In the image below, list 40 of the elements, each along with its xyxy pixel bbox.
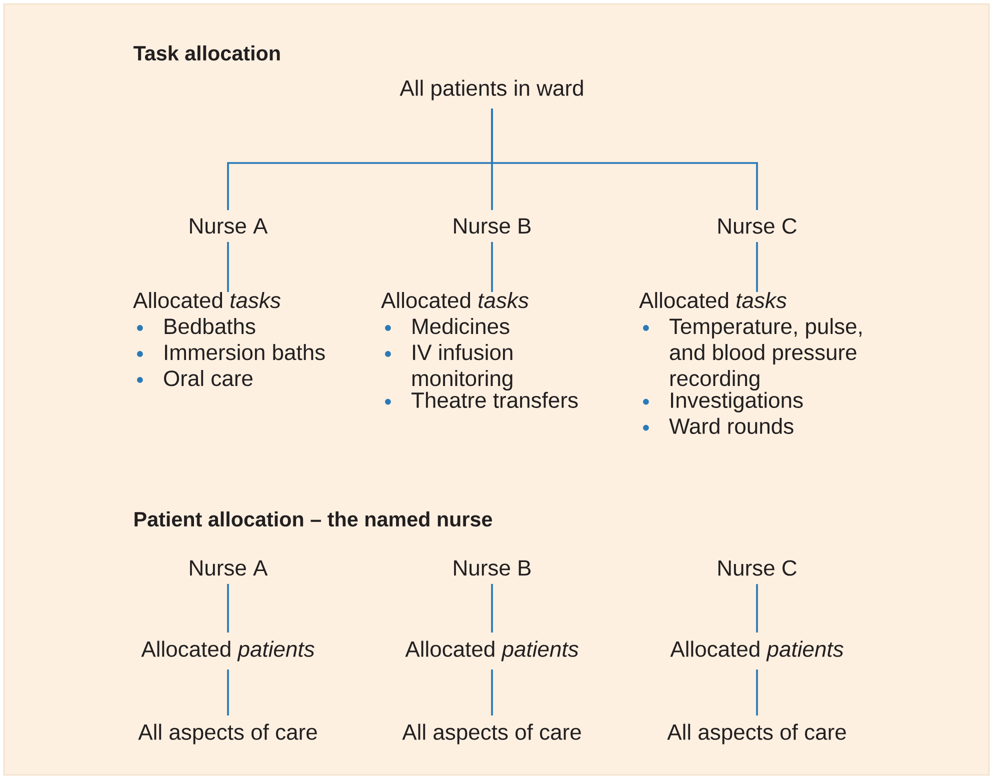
connector-line — [227, 670, 229, 716]
connector-line — [227, 242, 229, 292]
node-label: All aspects of care — [667, 724, 846, 744]
node-label: Nurse B — [454, 218, 531, 234]
node-label: Immersion baths — [165, 344, 325, 360]
node-label: Allocated patients — [670, 640, 844, 662]
connector-line — [756, 670, 758, 716]
node-label: Allocated tasks — [639, 292, 787, 308]
connector-line — [756, 242, 758, 292]
node-label: Oral care — [164, 370, 252, 386]
node-label: Nurse C — [718, 218, 796, 234]
node-label: Nurse A — [190, 218, 268, 234]
node-label: Investigations — [671, 392, 803, 412]
node-label: Allocated patients — [405, 640, 578, 662]
node-label: Medicines — [412, 318, 510, 334]
connector-line — [227, 584, 229, 632]
task-list: Allocated tasks Medicines IV infusion monitoring Theatre transfers — [381, 292, 578, 408]
node-label: Nurse C — [718, 560, 796, 576]
node-label: Temperature, pulse, and blood pressure recording — [670, 318, 862, 391]
node-label: Bedbaths — [164, 318, 256, 334]
node-label: IV infusion monitoring — [412, 344, 512, 391]
connector-line — [491, 108, 758, 210]
connector-line — [491, 584, 493, 632]
task-list: Allocated tasks Bedbaths Immersion baths Oral care — [133, 292, 325, 386]
node-label: All patients in ward — [400, 80, 583, 100]
connector-line — [756, 584, 758, 632]
node-label: Allocated tasks — [381, 292, 529, 308]
node-label: Allocated patients — [141, 640, 314, 662]
connector-line — [491, 670, 493, 716]
section-heading: Patient allocation – the named nurse — [134, 511, 492, 527]
node-label: All aspects of care — [402, 724, 581, 744]
connector-line — [491, 242, 493, 292]
node-label: Nurse B — [454, 560, 531, 576]
node-label: Ward rounds — [669, 418, 794, 434]
node-label: All aspects of care — [138, 724, 317, 744]
node-label: Nurse A — [190, 560, 268, 576]
node-label: Theatre transfers — [412, 392, 578, 408]
task-list: Allocated tasks Temperature, pulse, and blood pressure recording Investigations Ward rounds — [639, 292, 862, 434]
section-heading: Task allocation — [134, 45, 280, 61]
node-label: Allocated tasks — [133, 292, 281, 308]
